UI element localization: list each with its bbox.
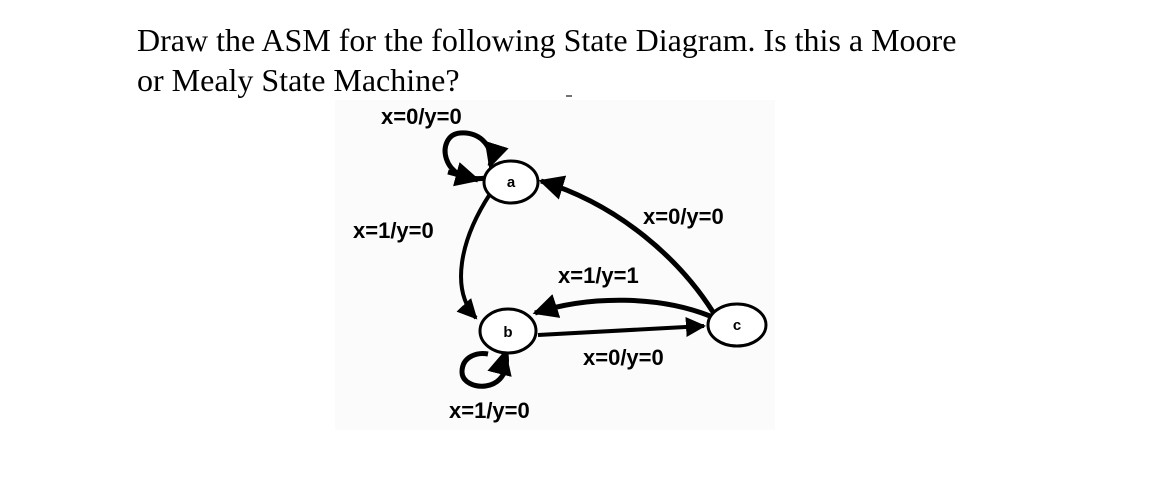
label-b-b: x=1/y=0 <box>449 398 530 423</box>
transition-a-b <box>456 192 492 320</box>
label-c-a: x=0/y=0 <box>643 204 724 229</box>
question-line-1: Draw the ASM for the following State Dia… <box>137 22 957 58</box>
transition-b-b <box>459 351 509 389</box>
diagram-backdrop <box>335 100 775 430</box>
question-line-2: or Mealy State Machine? <box>137 62 460 98</box>
label-a-b: x=1/y=0 <box>353 218 434 243</box>
state-b-label: b <box>503 324 512 341</box>
state-c-label: c <box>733 317 741 334</box>
question-text: Draw the ASM for the following State Dia… <box>137 20 1097 100</box>
state-a: a <box>482 159 540 205</box>
transition-c-b <box>532 294 711 319</box>
transition-a-a-head <box>447 162 481 187</box>
transition-c-a <box>538 175 716 314</box>
state-c: c <box>706 302 768 348</box>
label-c-b: x=1/y=1 <box>558 263 639 288</box>
state-b: b <box>478 307 538 355</box>
state-a-label: a <box>507 174 516 191</box>
transition-b-c <box>537 316 706 337</box>
label-a-a: x=0/y=0 <box>381 104 462 129</box>
label-b-c: x=0/y=0 <box>583 345 664 370</box>
transition-b-b-head <box>487 349 512 377</box>
